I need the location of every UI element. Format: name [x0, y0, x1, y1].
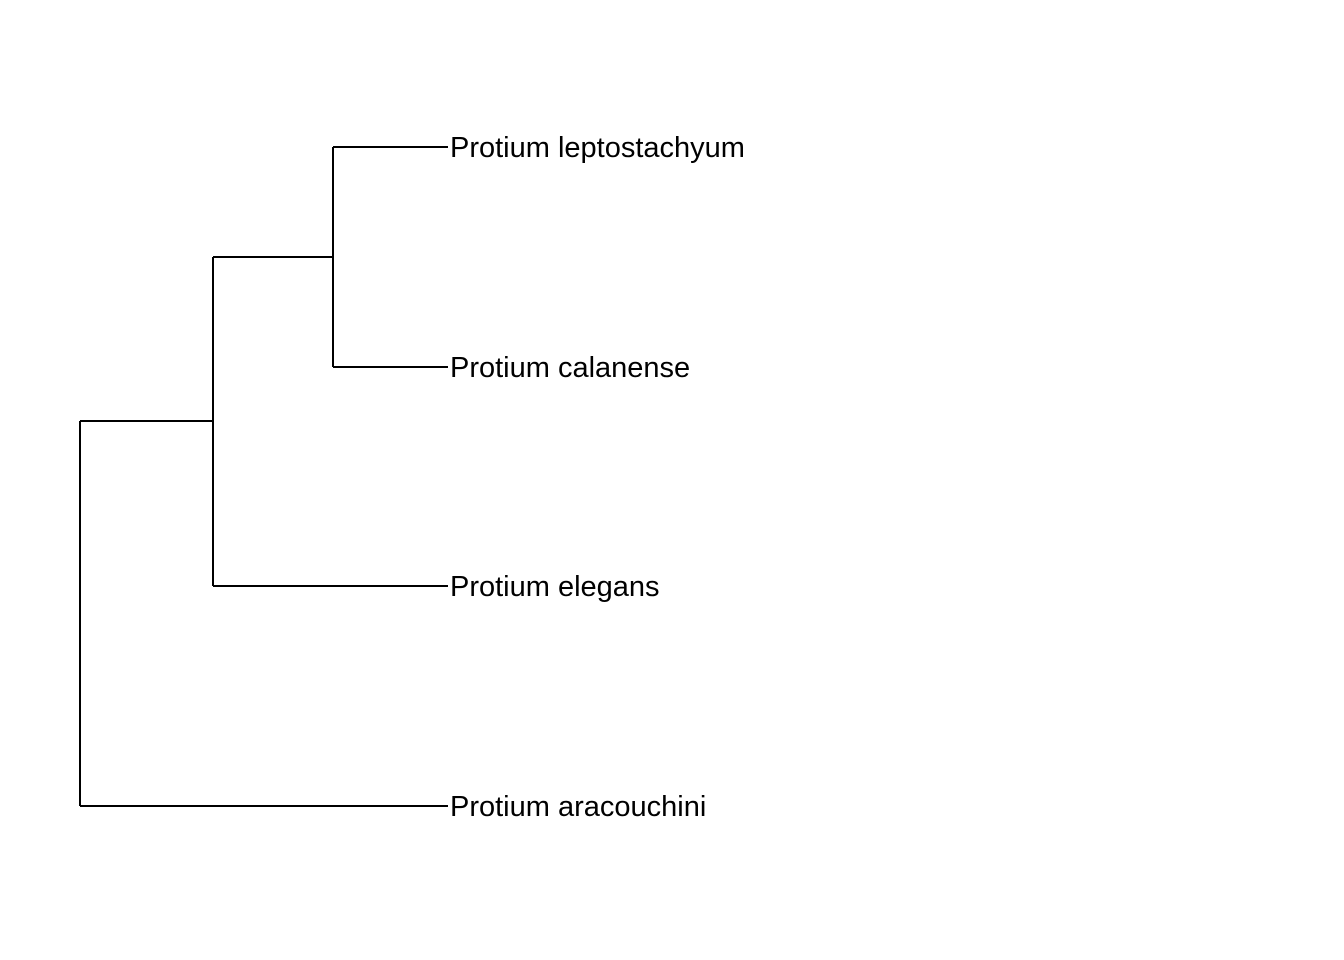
- tip-label: Protium aracouchini: [450, 791, 706, 823]
- tip-label: Protium elegans: [450, 571, 660, 603]
- tip-label: Protium leptostachyum: [450, 132, 745, 164]
- tip-label: Protium calanense: [450, 352, 690, 384]
